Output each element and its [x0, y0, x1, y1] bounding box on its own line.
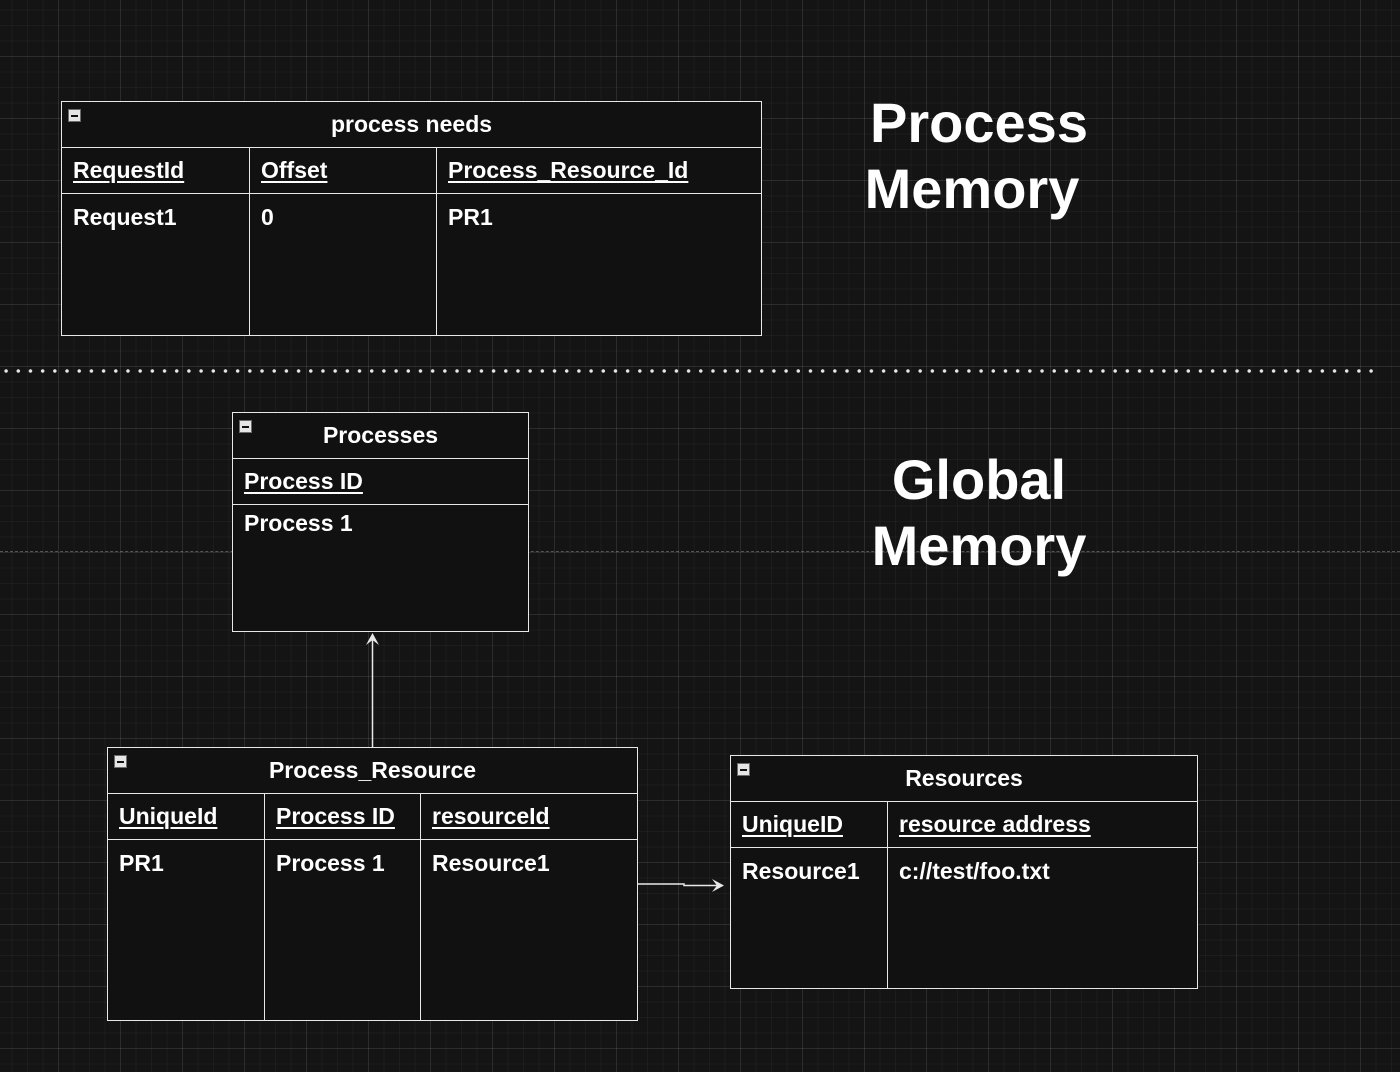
column-header: Process_Resource_Id — [437, 148, 761, 194]
global-memory-label: Global Memory — [814, 447, 1144, 579]
page-guide-line — [0, 551, 1400, 552]
table-resources[interactable]: Resources UniqueID Resource1 resource ad… — [730, 755, 1198, 989]
table-cell: PR1 — [448, 204, 493, 230]
connector-process-resource-to-processes[interactable] — [366, 633, 379, 747]
column-header: Process ID — [265, 794, 420, 840]
column-header: RequestId — [62, 148, 249, 194]
process-memory-label: Process Memory — [814, 90, 1144, 222]
table-title: process needs — [330, 111, 493, 137]
column-header: Offset — [250, 148, 436, 194]
column: Process_Resource_Id PR1 — [436, 148, 761, 335]
table-cell: 0 — [261, 204, 274, 230]
memory-divider — [0, 369, 1380, 373]
collapse-icon[interactable] — [114, 755, 127, 768]
global-memory-line-2: Memory — [871, 514, 1087, 577]
column: resource address c://test/foo.txt — [887, 802, 1197, 988]
table-header[interactable]: Processes — [233, 413, 528, 459]
table-title: Processes — [322, 422, 439, 448]
column: UniqueId PR1 — [108, 794, 264, 1020]
column: Process ID Process 1 — [264, 794, 420, 1020]
table-body: UniqueId PR1 Process ID Process 1 resour… — [108, 794, 637, 1020]
table-header[interactable]: Resources — [731, 756, 1197, 802]
table-cell: Process 1 — [276, 850, 385, 876]
table-cell: Process 1 — [244, 510, 353, 536]
table-body: RequestId Request1 Offset 0 Process_Reso… — [62, 148, 761, 335]
column-header: resource address — [888, 802, 1197, 848]
process-memory-line-1: Process — [870, 91, 1088, 154]
collapse-icon[interactable] — [737, 763, 750, 776]
process-memory-line-2: Memory — [864, 157, 1080, 220]
table-title: Resources — [905, 765, 1023, 791]
column: resourceId Resource1 — [420, 794, 637, 1020]
table-body: Process ID Process 1 — [233, 459, 528, 631]
table-process-resource[interactable]: Process_Resource UniqueId PR1 Process ID… — [107, 747, 638, 1021]
table-cell: Resource1 — [742, 858, 860, 884]
connector-process-resource-to-resources[interactable] — [638, 879, 724, 892]
column: UniqueID Resource1 — [731, 802, 887, 988]
column-header: resourceId — [421, 794, 637, 840]
arrowhead-icon — [366, 633, 379, 645]
column-header: UniqueId — [108, 794, 264, 840]
column: Offset 0 — [249, 148, 436, 335]
table-header[interactable]: process needs — [62, 102, 761, 148]
table-cell: c://test/foo.txt — [899, 858, 1050, 884]
collapse-icon[interactable] — [68, 109, 81, 122]
column: Process ID Process 1 — [233, 459, 528, 631]
table-cell: PR1 — [119, 850, 164, 876]
table-body: UniqueID Resource1 resource address c://… — [731, 802, 1197, 988]
column: RequestId Request1 — [62, 148, 249, 335]
global-memory-line-1: Global — [891, 448, 1067, 511]
arrowhead-icon — [712, 879, 724, 892]
table-cell: Resource1 — [432, 850, 550, 876]
table-header[interactable]: Process_Resource — [108, 748, 637, 794]
column-header: Process ID — [233, 459, 528, 505]
table-title: Process_Resource — [268, 757, 477, 783]
collapse-icon[interactable] — [239, 420, 252, 433]
table-process-needs[interactable]: process needs RequestId Request1 Offset … — [61, 101, 762, 336]
column-header: UniqueID — [731, 802, 887, 848]
table-cell: Request1 — [73, 204, 177, 230]
table-processes[interactable]: Processes Process ID Process 1 — [232, 412, 529, 632]
